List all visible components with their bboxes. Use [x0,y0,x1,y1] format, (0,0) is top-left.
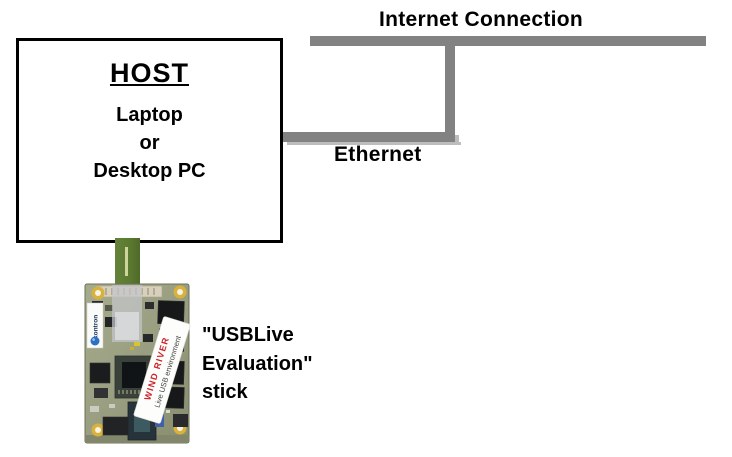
ethernet-horizontal-line [283,132,455,142]
stick-caption-line-3: stick [202,381,248,403]
host-box-line-2: or [139,132,160,154]
stick-caption-line-1: "USBLive [202,324,294,346]
connector-shroud [112,285,142,342]
usb-connector-slot [125,247,128,276]
kontron-logo: kontron [86,302,104,349]
ethernet-corner-shadow [455,135,459,145]
host-box-line-1: Laptop [116,104,183,126]
host-box-title: HOST [109,58,189,88]
bottom-right-chip [173,414,188,427]
usb-connector [115,238,140,284]
internet-connection-label: Internet Connection [379,8,584,31]
ethernet-vertical-line [445,44,455,142]
host-box-line-3: Desktop PC [93,160,206,182]
internet-connection-line [310,36,706,46]
flash-chip [89,362,111,384]
stick-caption: "USBLive Evaluation" stick [202,321,313,407]
ethernet-line-shadow [287,142,461,145]
host-box: HOST Laptop or Desktop PC [16,38,283,243]
ethernet-label: Ethernet [334,143,422,166]
kontron-logo-text: kontron [93,315,100,339]
bottom-left-chip [102,416,129,436]
usb-stick-photo: kontron WIND RIVER Live USB environment [84,283,191,444]
stick-caption-line-2: Evaluation" [202,352,313,375]
mounting-holes [91,285,187,437]
